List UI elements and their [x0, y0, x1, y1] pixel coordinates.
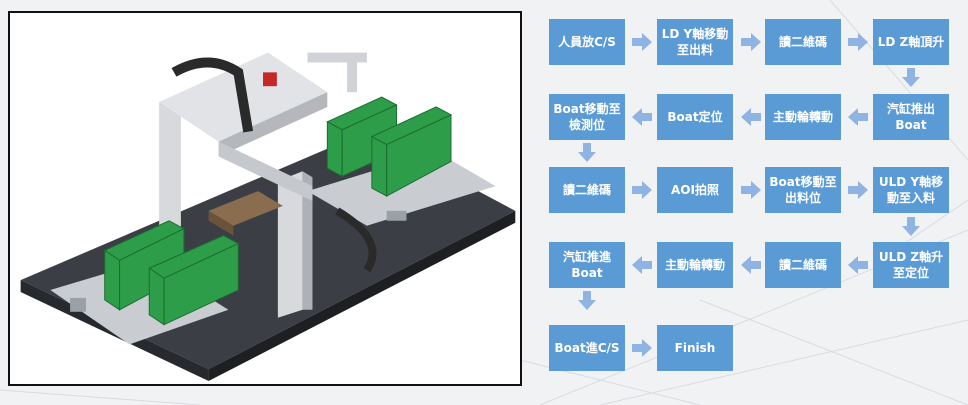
machine-drawing: [10, 13, 520, 384]
step-label: 主動輪轉動: [772, 110, 833, 124]
step-label: AOI拍照: [671, 183, 719, 197]
step-s10: AOI拍照: [657, 167, 733, 213]
arrow-right: [741, 33, 761, 51]
step-s2: LD Y軸移動至出料: [657, 19, 733, 65]
arrow-down: [902, 217, 920, 236]
step-s11: Boat移動至出料位: [765, 167, 841, 213]
machine-3d-model: [8, 11, 522, 386]
arrow-right: [848, 181, 868, 199]
step-s16: 汽缸推進Boat: [549, 242, 625, 288]
step-label: 主動輪轉動: [664, 258, 725, 272]
step-s4: LD Z軸頂升: [873, 19, 949, 65]
step-label: ULD Z軸升至定位: [878, 250, 944, 280]
step-label: LD Z軸頂升: [877, 35, 945, 49]
step-s5: 汽缸推出Boat: [873, 94, 949, 140]
step-label: 讀二維碼: [562, 183, 611, 197]
arrow-left: [848, 256, 868, 274]
arrow-right: [632, 181, 652, 199]
step-s14: 讀二維碼: [765, 242, 841, 288]
arrow-right: [632, 33, 652, 51]
step-label: Boat移動至檢測位: [553, 102, 621, 132]
step-s7: Boat定位: [657, 94, 733, 140]
step-label: ULD Y軸移動至入料: [878, 175, 944, 205]
step-label: 汽缸推出Boat: [886, 102, 935, 132]
step-s18: Finish: [657, 325, 733, 371]
step-label: Boat移動至出料位: [769, 175, 837, 205]
step-label: Boat定位: [667, 110, 723, 124]
step-s12: ULD Y軸移動至入料: [873, 167, 949, 213]
step-s13: ULD Z軸升至定位: [873, 242, 949, 288]
step-s9: 讀二維碼: [549, 167, 625, 213]
step-s17: Boat進C/S: [549, 325, 625, 371]
arrow-right: [741, 181, 761, 199]
arrow-left: [632, 256, 652, 274]
step-label: 讀二維碼: [778, 35, 827, 49]
step-label: 人員放C/S: [558, 35, 616, 49]
arrow-left: [741, 108, 761, 126]
arrow-right: [632, 339, 652, 357]
step-label: 汽缸推進Boat: [562, 250, 611, 280]
step-label: LD Y軸移動至出料: [661, 27, 729, 57]
arrow-down: [902, 68, 920, 87]
arrow-down: [578, 143, 596, 162]
step-s8: Boat移動至檢測位: [549, 94, 625, 140]
arrow-left: [632, 108, 652, 126]
step-s6: 主動輪轉動: [765, 94, 841, 140]
step-label: Boat進C/S: [554, 341, 620, 355]
arrow-left: [741, 256, 761, 274]
arrow-down: [578, 291, 596, 310]
step-label: 讀二維碼: [778, 258, 827, 272]
step-s15: 主動輪轉動: [657, 242, 733, 288]
step-s3: 讀二維碼: [765, 19, 841, 65]
step-label: Finish: [674, 341, 716, 355]
arrow-left: [848, 108, 868, 126]
step-s1: 人員放C/S: [549, 19, 625, 65]
arrow-right: [848, 33, 868, 51]
